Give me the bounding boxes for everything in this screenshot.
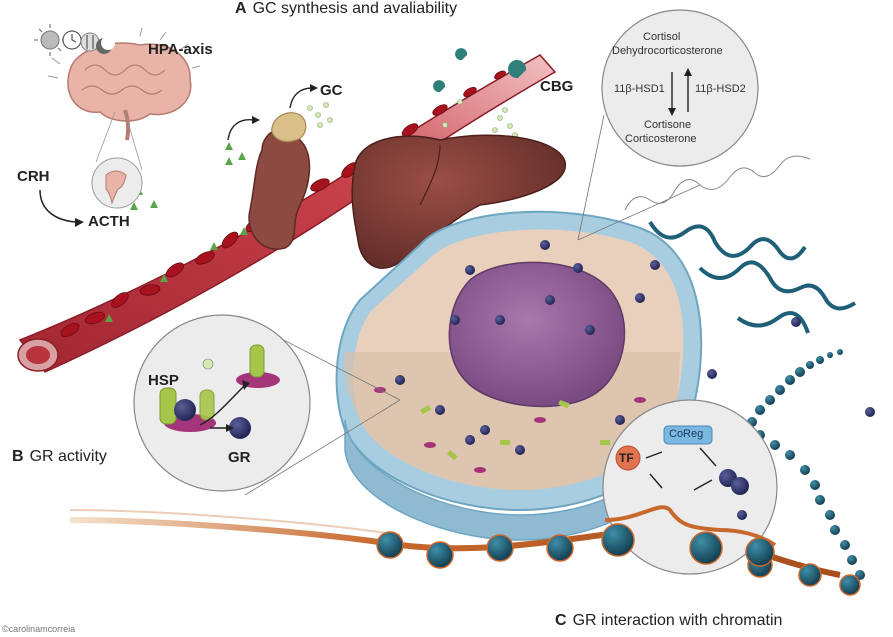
enzyme-right: 11β-HSD2 bbox=[695, 83, 746, 95]
gr-free bbox=[737, 510, 747, 520]
enzyme-callout-line bbox=[577, 184, 701, 241]
adrenal-icon bbox=[248, 112, 311, 250]
gc-ligand bbox=[202, 358, 214, 370]
adrenal-gc-arrow bbox=[289, 87, 313, 109]
gr-activity-circle bbox=[133, 314, 311, 492]
hsp-gr-complex bbox=[159, 387, 216, 432]
liver-icon bbox=[351, 134, 566, 269]
tf-icon bbox=[615, 445, 641, 471]
acth-adrenal-arrow bbox=[227, 118, 255, 141]
nucleosomes-closeup bbox=[601, 523, 775, 567]
chromatin-arrows bbox=[645, 447, 717, 491]
cbg-label: CBG bbox=[540, 78, 574, 95]
acth-molecules bbox=[105, 142, 248, 322]
sun-icon bbox=[34, 24, 66, 56]
crh-label: CRH bbox=[17, 168, 50, 185]
moon-icon bbox=[96, 36, 115, 54]
cell bbox=[335, 210, 703, 541]
acth-label: ACTH bbox=[88, 213, 130, 230]
cbg-molecules bbox=[433, 48, 527, 93]
gr-free bbox=[229, 417, 251, 439]
enzyme-left: 11β-HSD1 bbox=[614, 83, 665, 95]
gr-callout-line bbox=[244, 399, 401, 496]
coreg-icon bbox=[663, 425, 713, 445]
gr-free bbox=[865, 407, 875, 417]
hpa-axis-label: HPA-axis bbox=[148, 41, 213, 58]
enzyme-top-line1: Cortisol bbox=[643, 31, 681, 43]
enzyme-bottom-line2: Corticosterone bbox=[625, 133, 697, 145]
copyright-text: ©carolinamcorreia bbox=[2, 624, 76, 634]
gr-free bbox=[791, 317, 801, 327]
chromatin-fiber bbox=[624, 155, 857, 334]
tf-label: TF bbox=[619, 451, 634, 465]
red-blood-cells bbox=[60, 70, 506, 338]
dna-closeup bbox=[604, 505, 777, 547]
gr-label: GR bbox=[228, 449, 251, 466]
enzyme-top-line2: Dehydrocorticosterone bbox=[612, 45, 723, 57]
enzyme-callout-line bbox=[577, 114, 605, 241]
coreg-label: CoReg bbox=[669, 428, 704, 440]
fork-knife-icon bbox=[80, 32, 100, 52]
enzyme-bottom-line1: Cortisone bbox=[644, 119, 692, 131]
gr-free bbox=[707, 369, 717, 379]
hsp-label: HSP bbox=[148, 372, 179, 389]
gr-dimer bbox=[719, 469, 749, 495]
brain-icon bbox=[67, 42, 192, 141]
gc-label: GC bbox=[320, 82, 343, 99]
chromatin-beads bbox=[747, 349, 865, 580]
enzyme-circle bbox=[601, 9, 759, 167]
pituitary-icon bbox=[91, 111, 143, 209]
signal-lines bbox=[47, 27, 201, 79]
clock-icon bbox=[62, 30, 82, 50]
gr-molecules bbox=[395, 240, 660, 455]
crh-acth-arrow bbox=[39, 189, 76, 223]
activation-arrow bbox=[199, 384, 246, 426]
